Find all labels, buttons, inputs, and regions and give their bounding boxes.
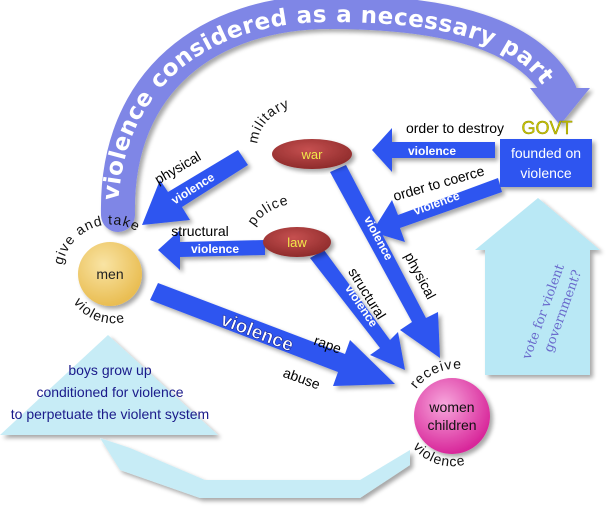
law-label: law (287, 235, 307, 250)
children-label: children (427, 417, 476, 433)
boys-text-1: boys grow up (68, 362, 151, 378)
arrow-men-to-women (150, 283, 395, 386)
arrow-law-to-women (310, 250, 405, 370)
arrow-govt-to-law (372, 178, 502, 242)
arrow-military-to-men (142, 150, 248, 225)
police-ring-text: police (244, 192, 290, 229)
boys-text-3: to perpetuate the violent system (11, 406, 209, 422)
blue-arrows (142, 128, 502, 386)
boys-return-arrow (0, 335, 410, 498)
arrow-law-to-men (158, 230, 265, 270)
men-women-arrow-word: violence (218, 309, 297, 356)
govt-box-line-2: violence (520, 165, 572, 181)
women-label: women (428, 399, 474, 415)
arrow-govt-to-war (372, 128, 495, 172)
abuse-label: abuse (281, 364, 323, 392)
govt-box (500, 139, 592, 187)
war-oval (272, 139, 352, 169)
men-circle (78, 242, 142, 306)
order-destroy-label: order to destroy (406, 120, 504, 136)
boys-text-2: conditioned for violence (36, 384, 183, 400)
govt-title: GOVT (521, 118, 572, 138)
law-men-arrow-word: violence (191, 242, 239, 256)
arrow-war-to-women (330, 165, 440, 358)
govt-box-line-1: founded on (511, 145, 581, 161)
men-label: men (96, 266, 123, 282)
war-label: war (301, 147, 324, 162)
structural-label-left: structural (171, 223, 229, 239)
govt-war-arrow-word: violence (408, 144, 456, 158)
abuse-label-group: abuse (281, 364, 323, 392)
women-circle (414, 378, 490, 454)
men-women-arrow-word-group: violence (217, 309, 297, 356)
law-oval (263, 227, 331, 257)
vote-arrow (475, 198, 600, 375)
top-arc-arrow (100, 0, 590, 232)
military-ring-text: military (244, 95, 291, 145)
